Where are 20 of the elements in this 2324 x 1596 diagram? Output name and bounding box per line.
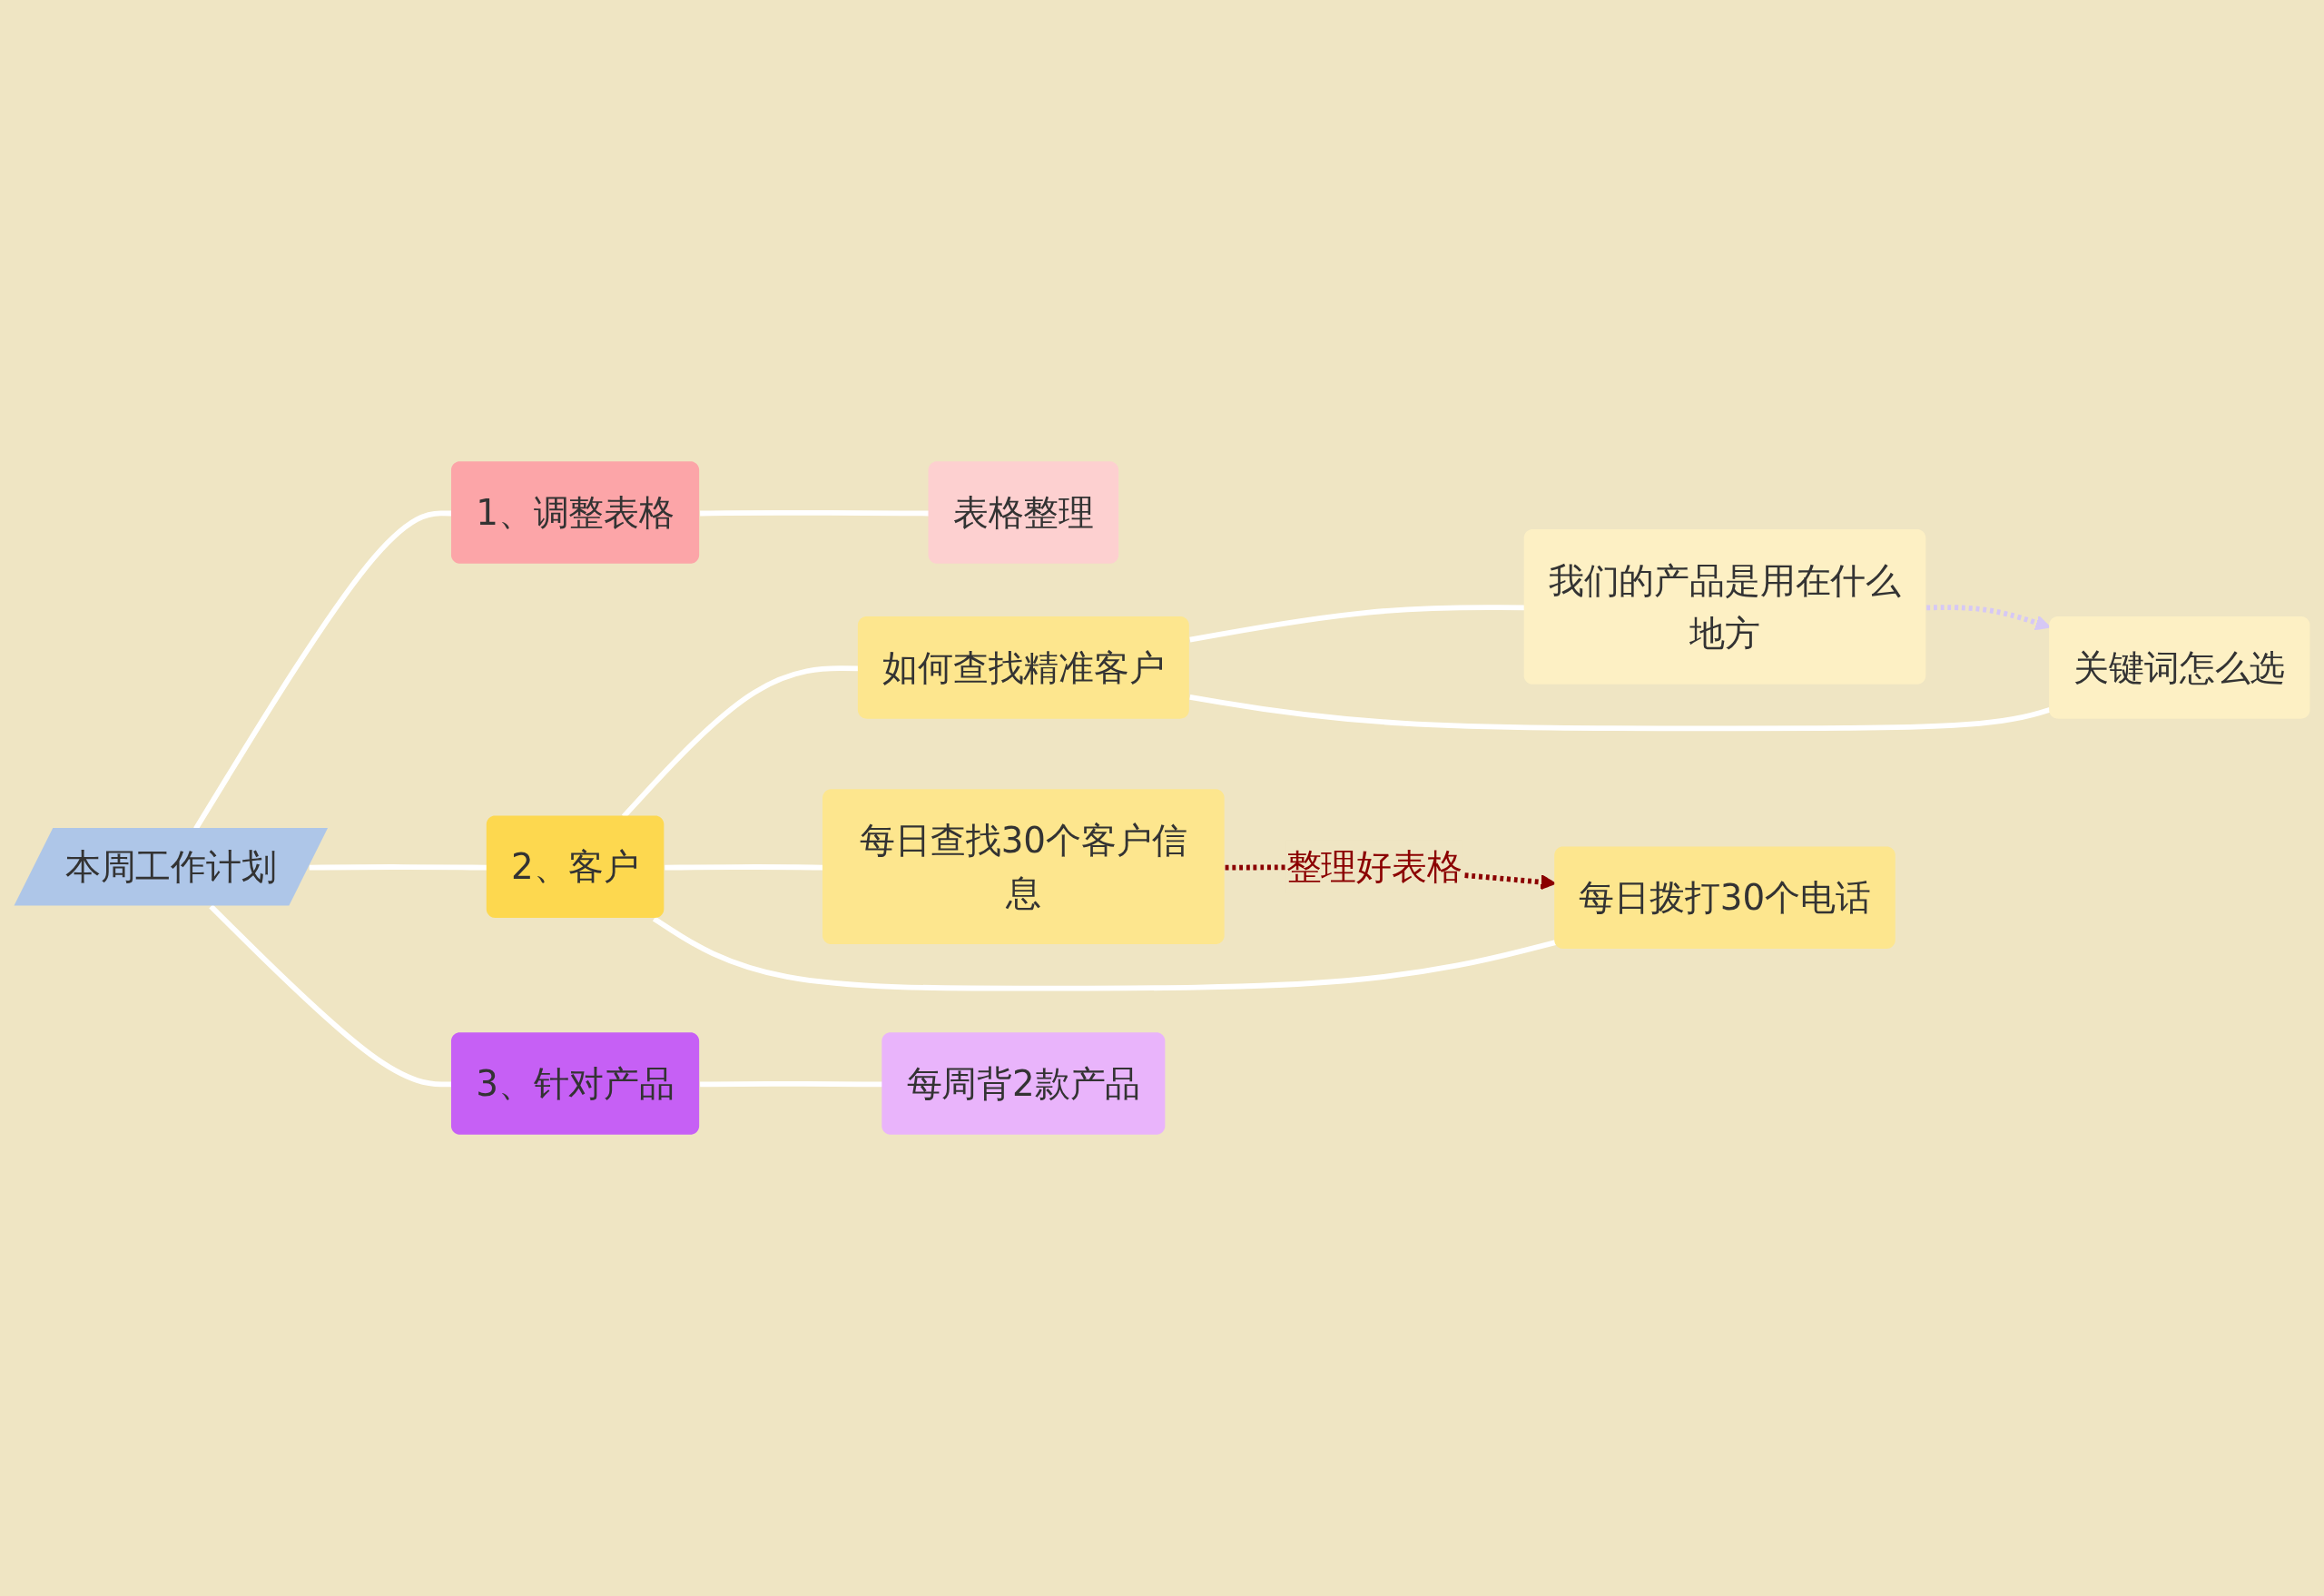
- node-box: 每日拨打30个电话: [1554, 846, 1896, 949]
- connector: [652, 916, 1557, 991]
- connector: [700, 509, 930, 517]
- node-box: 每日查找30个客户信息: [822, 789, 1225, 945]
- node-box: 关键词怎么选: [2049, 616, 2310, 719]
- connector: [209, 904, 452, 1088]
- connector: [1189, 695, 2051, 732]
- node-box: 1、调整表格: [450, 461, 700, 564]
- node-box: 我们的产品是用在什么地方: [1523, 528, 1926, 685]
- node-box: 每周背2款产品: [881, 1032, 1166, 1135]
- arrow: [1926, 605, 2051, 631]
- connector: [700, 1080, 883, 1088]
- node-box: 表格整理: [928, 461, 1119, 564]
- node-box: 如何查找精准客户: [857, 616, 1189, 719]
- connector: [1189, 605, 1525, 643]
- connector: [665, 864, 824, 871]
- connector: [309, 864, 487, 871]
- node-box: 3、针对产品: [450, 1032, 700, 1135]
- edge-label: 整理好表格: [1285, 845, 1462, 888]
- node-box: 2、客户: [486, 815, 665, 918]
